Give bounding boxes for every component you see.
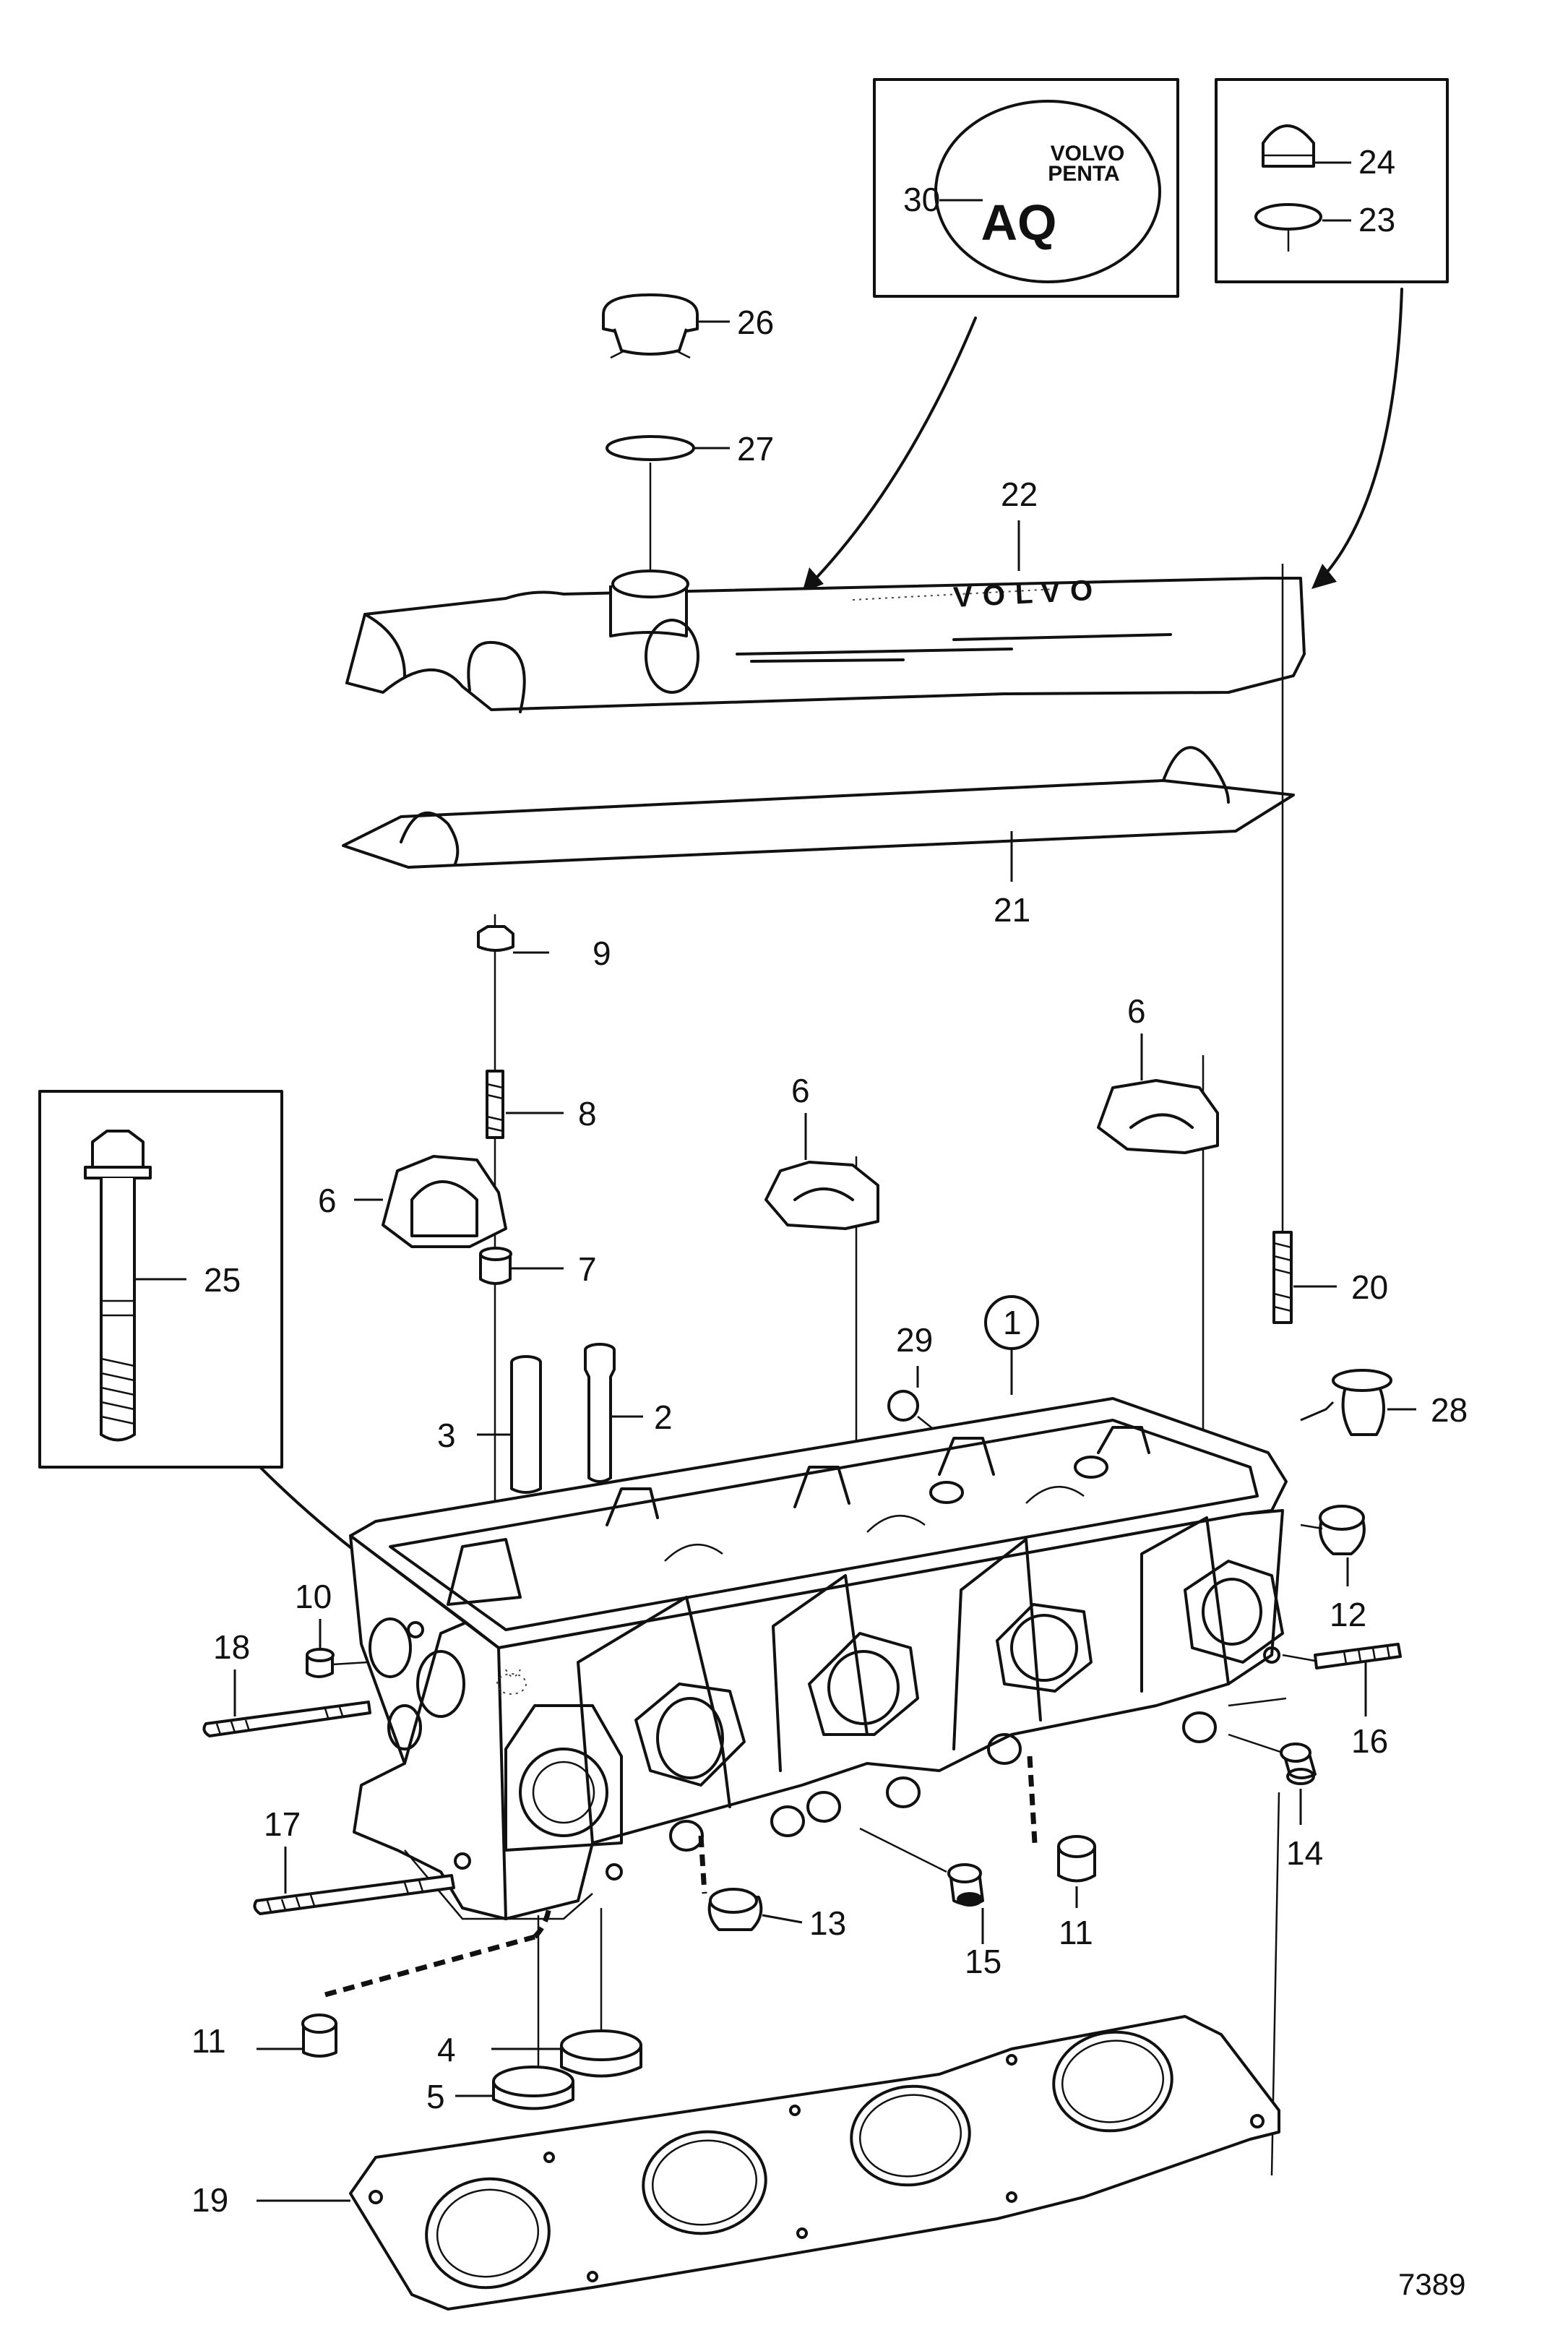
label-15: 15 [965, 1943, 1001, 1980]
plug-11-path [324, 1934, 535, 1998]
cylinder-head-bolt [91, 1130, 145, 1169]
stud-17: 17 [253, 1805, 455, 1915]
oil-filler-cap: 26 [602, 293, 774, 359]
label-14: 14 [1286, 1834, 1323, 1872]
assembly-callout: 1 [1003, 1304, 1022, 1341]
stud-cover: 20 [1272, 1231, 1388, 1324]
cylinder-head-gasket: 19 [191, 2015, 1280, 2311]
label-28: 28 [1431, 1391, 1468, 1429]
label-10: 10 [295, 1578, 332, 1615]
plug-14: 14 [1228, 1733, 1323, 1872]
label-29: 29 [896, 1321, 933, 1359]
label-7: 7 [578, 1250, 597, 1288]
label-26: 26 [737, 304, 774, 341]
emblem-line2: PENTA [1048, 162, 1119, 186]
plug-10: 10 [295, 1578, 369, 1678]
arrow-emblem-to-cover [801, 317, 977, 594]
sealing-washer [1254, 203, 1322, 231]
valve-cover-gasket: 21 [342, 746, 1295, 929]
label-9: 9 [593, 934, 611, 972]
label-6a: 6 [318, 1182, 337, 1219]
label-30: 30 [903, 181, 940, 218]
label-6c: 6 [1127, 992, 1146, 1030]
stud-18: 18 [202, 1628, 371, 1737]
valve-guide-2: 2 [584, 1343, 673, 1483]
drawing-number: 7389 [1398, 2267, 1465, 2301]
label-24: 24 [1358, 143, 1395, 181]
valve-seat-ring-5: 5 [426, 2066, 574, 2115]
plug-12: 12 [1300, 1505, 1366, 1633]
expansion-plug-28: 28 [1300, 1369, 1468, 1436]
label-6b: 6 [791, 1072, 810, 1109]
filler-cap-seal: 27 [606, 430, 774, 468]
cover-lettering: VOLVO [952, 574, 1103, 614]
label-19: 19 [191, 2181, 228, 2219]
label-13: 13 [809, 1904, 846, 1942]
plug-11-right: 11 [1057, 1835, 1096, 1951]
flange-nut: 9 [477, 925, 611, 972]
camshaft-bearing-cap-right: 6 [1097, 992, 1219, 1154]
cap-nut-inset: 24 23 [1215, 78, 1449, 283]
label-11b: 11 [1059, 1914, 1093, 1951]
label-3: 3 [437, 1417, 456, 1454]
label-5: 5 [426, 2078, 445, 2115]
label-2: 2 [654, 1398, 673, 1436]
emblem-inset: VOLVO PENTA AQ 30 [873, 78, 1179, 298]
label-18: 18 [213, 1628, 250, 1666]
label-27: 27 [737, 430, 774, 468]
plug-15: 15 [859, 1827, 1001, 1980]
emblem-line1: VOLVO [1051, 142, 1125, 166]
label-4: 4 [437, 2031, 456, 2068]
label-23: 23 [1358, 201, 1395, 238]
valve-cover: VOLVO 22 [345, 476, 1306, 713]
stud-16: 16 [1314, 1643, 1402, 1760]
label-8: 8 [578, 1095, 597, 1133]
guide-sleeve: 7 [479, 1247, 597, 1288]
label-20: 20 [1351, 1268, 1388, 1306]
cylinder-head: 1 [349, 1295, 1288, 1920]
valve-seat-ring-4: 4 [437, 2029, 642, 2078]
cap-nut [1262, 124, 1315, 168]
valve-guide-3: 3 [437, 1355, 542, 1494]
camshaft-bearing-cap-center: 6 [764, 1072, 879, 1230]
camshaft-bearing-cap-left: 6 [318, 1155, 507, 1248]
label-21: 21 [994, 891, 1030, 929]
label-11a: 11 [191, 2022, 226, 2060]
emblem-line3: AQ [981, 194, 1057, 251]
bolt-inset: 25 [38, 1090, 283, 1469]
plug-13: 13 [707, 1888, 846, 1942]
plug-11-left: 11 [191, 2014, 337, 2060]
label-17: 17 [264, 1805, 301, 1843]
label-12: 12 [1330, 1596, 1366, 1633]
sealing-plug-29: 29 [887, 1321, 955, 1446]
label-16: 16 [1351, 1722, 1388, 1760]
label-25: 25 [204, 1261, 241, 1299]
arrow-nut-to-cover [1314, 288, 1403, 587]
label-22: 22 [1001, 476, 1038, 513]
stud: 8 [486, 1070, 597, 1139]
